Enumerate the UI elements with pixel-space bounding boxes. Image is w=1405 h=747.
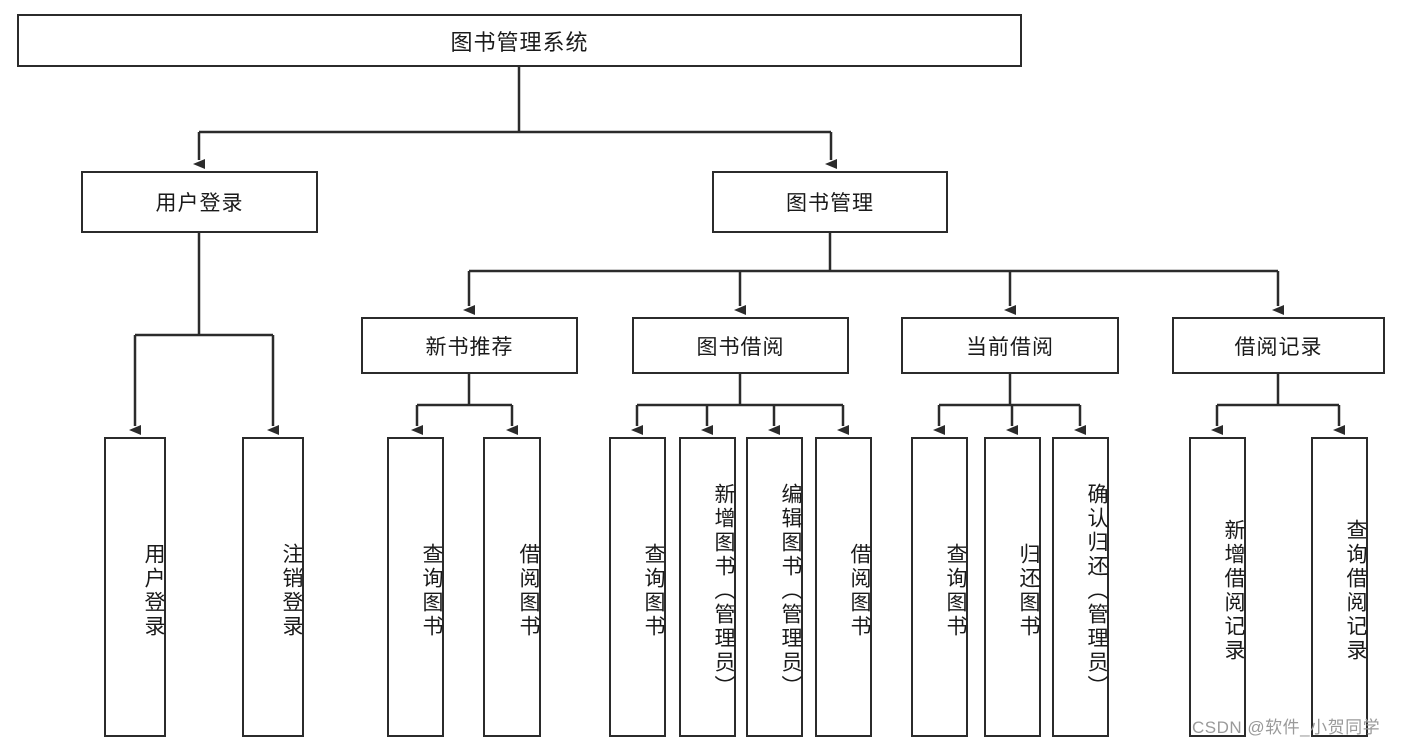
leaf-borrow-book[interactable]: 借阅图书 xyxy=(815,437,872,737)
leaf-label: 查询借阅记录 xyxy=(1344,519,1367,663)
leaf-query-borrow-record[interactable]: 查询借阅记录 xyxy=(1311,437,1368,737)
leaf-label: 新增借阅记录 xyxy=(1222,519,1245,663)
leaf-logout[interactable]: 注销登录 xyxy=(242,437,304,737)
leaf-label: 查询图书 xyxy=(642,543,665,639)
leaf-confirm-return-admin[interactable]: 确认归还（管理员） xyxy=(1052,437,1109,737)
leaf-add-borrow-record[interactable]: 新增借阅记录 xyxy=(1189,437,1246,737)
watermark-text: CSDN @软件_小贺同学 xyxy=(1192,718,1381,737)
leaf-borrow-book-recommend[interactable]: 借阅图书 xyxy=(483,437,541,737)
leaf-query-book-borrow[interactable]: 查询图书 xyxy=(609,437,666,737)
leaf-label: 归还图书 xyxy=(1017,543,1040,639)
leaf-edit-book-admin[interactable]: 编辑图书（管理员） xyxy=(746,437,803,737)
leaf-query-book-current[interactable]: 查询图书 xyxy=(911,437,968,737)
leaf-label: 用户登录 xyxy=(142,543,165,639)
node-borrow-record[interactable]: 借阅记录 xyxy=(1172,317,1385,374)
leaf-label: 借阅图书 xyxy=(848,543,871,639)
node-book-borrow[interactable]: 图书借阅 xyxy=(632,317,849,374)
node-user-login[interactable]: 用户登录 xyxy=(81,171,318,233)
leaf-label: 查询图书 xyxy=(420,543,443,639)
leaf-user-login[interactable]: 用户登录 xyxy=(104,437,166,737)
leaf-label: 借阅图书 xyxy=(517,543,540,639)
leaf-label: 查询图书 xyxy=(944,543,967,639)
leaf-query-book-recommend[interactable]: 查询图书 xyxy=(387,437,444,737)
node-current-borrow[interactable]: 当前借阅 xyxy=(901,317,1119,374)
leaf-label: 注销登录 xyxy=(280,543,303,639)
leaf-label: 确认归还（管理员） xyxy=(1085,483,1108,699)
node-root[interactable]: 图书管理系统 xyxy=(17,14,1022,67)
leaf-label: 新增图书（管理员） xyxy=(712,483,735,699)
node-new-book-recommend[interactable]: 新书推荐 xyxy=(361,317,578,374)
node-book-management[interactable]: 图书管理 xyxy=(712,171,948,233)
leaf-return-book[interactable]: 归还图书 xyxy=(984,437,1041,737)
leaf-label: 编辑图书（管理员） xyxy=(779,483,802,699)
leaf-add-book-admin[interactable]: 新增图书（管理员） xyxy=(679,437,736,737)
